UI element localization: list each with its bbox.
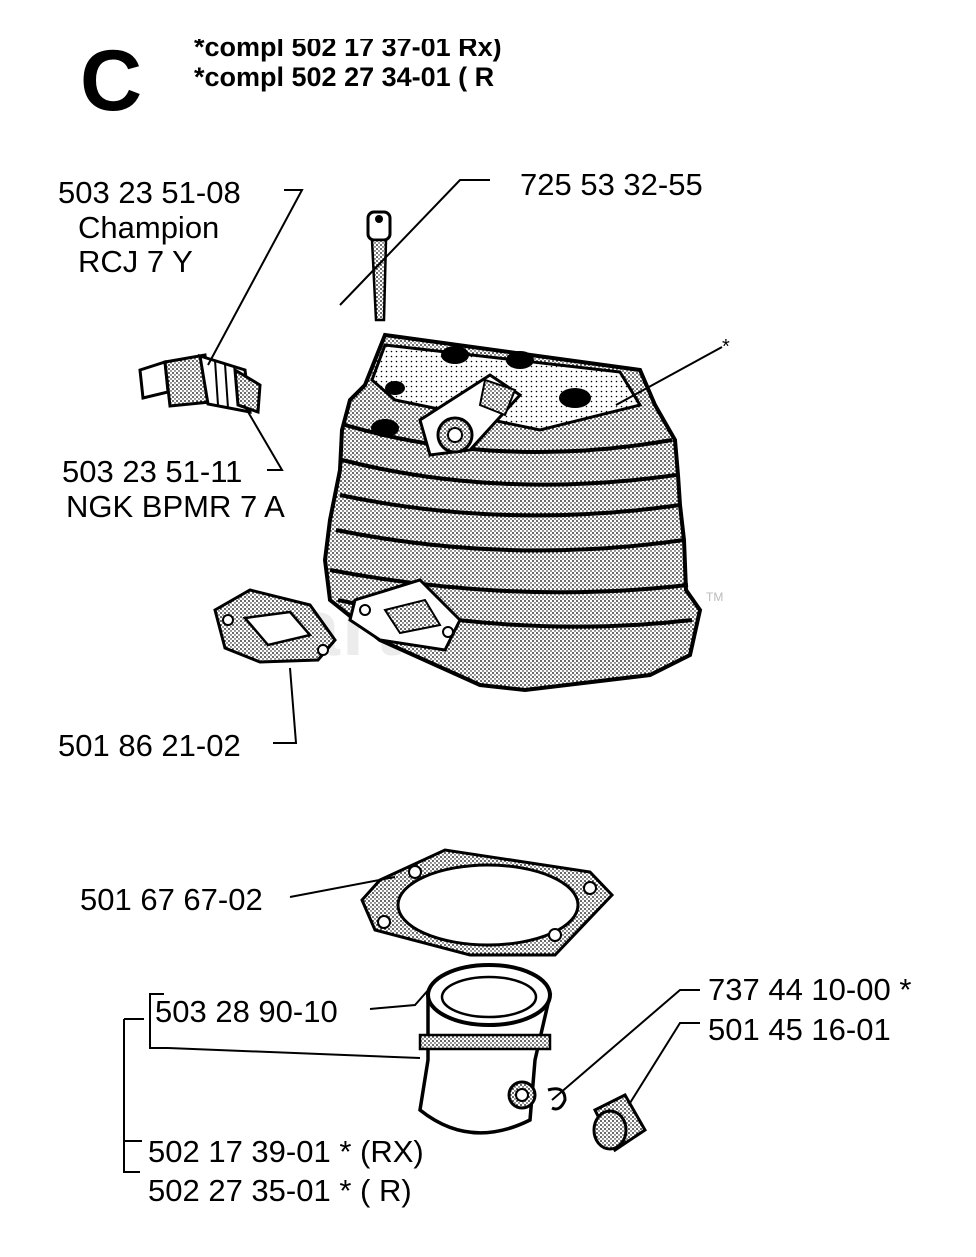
part-number-piston-r: 502 27 35-01 * ( R) xyxy=(148,1173,412,1208)
part-brand-ngk: NGK BPMR 7 A xyxy=(66,489,285,524)
needle-bearing xyxy=(592,1093,647,1153)
part-number-needle-bearing: 501 45 16-01 xyxy=(708,1012,891,1047)
leader-lines xyxy=(123,179,723,1173)
part-number-piston-ring: 503 28 90-10 xyxy=(155,994,338,1029)
piston xyxy=(418,963,553,1135)
part-number-circlip: 737 44 10-00 * xyxy=(708,972,912,1007)
watermark-trademark: TM xyxy=(706,590,724,604)
section-letter: C xyxy=(80,33,143,129)
cylinder-marker: * xyxy=(722,336,730,358)
header-line-2: *compl 502 27 34-01 ( R xyxy=(194,62,495,92)
part-number-spark-plug-champion: 503 23 51-08 xyxy=(58,175,241,210)
spark-plug xyxy=(138,353,262,415)
part-number-base-gasket: 501 67 67-02 xyxy=(80,882,263,917)
part-number-piston-rx: 502 17 39-01 * (RX) xyxy=(148,1134,424,1169)
cylinder-screw xyxy=(366,210,392,322)
part-number-exhaust-gasket: 501 86 21-02 xyxy=(58,728,241,763)
circlip xyxy=(547,1087,567,1111)
cylinder-base-gasket xyxy=(360,848,615,957)
part-model-champion: RCJ 7 Y xyxy=(78,244,193,279)
part-brand-champion: Champion xyxy=(78,210,220,245)
part-number-screw: 725 53 32-55 xyxy=(520,167,703,202)
exhaust-gasket xyxy=(213,588,337,664)
cylinder xyxy=(322,332,703,693)
part-number-spark-plug-ngk: 503 23 51-11 xyxy=(62,454,243,489)
header-line-1: *compl 502 17 37-01 Rx) xyxy=(194,32,502,62)
